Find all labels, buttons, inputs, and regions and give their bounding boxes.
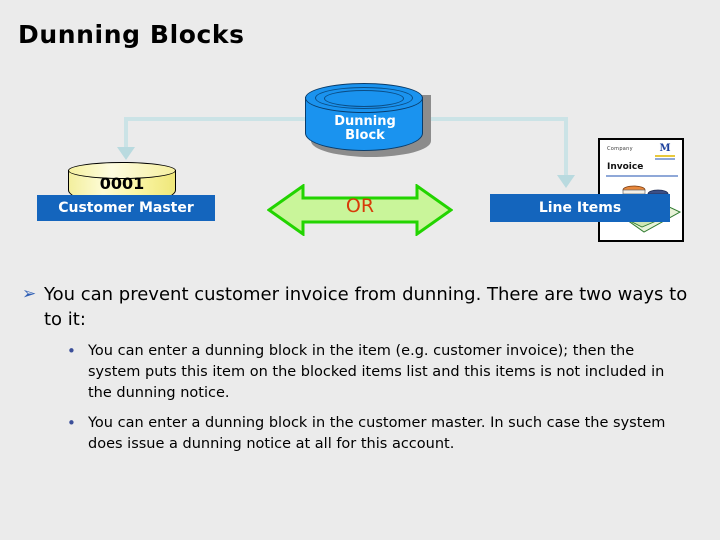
- dunning-block-cylinder: Dunning Block: [305, 83, 431, 161]
- dunning-block-label-line1: Dunning: [334, 114, 396, 129]
- invoice-title: Invoice: [607, 162, 644, 172]
- customer-number-label: 0001: [99, 174, 145, 193]
- dunning-blocks-diagram: Dunning Block 0001 Customer Master OR Co…: [0, 70, 720, 260]
- connector-arrowhead-right: [557, 175, 575, 188]
- bullet-level2: • You can enter a dunning block in the c…: [0, 413, 720, 455]
- arrow-bullet-icon: ➢: [22, 284, 37, 304]
- invoice-thumbnail: Company M Invoice: [598, 138, 684, 242]
- customer-master-bar: Customer Master: [37, 195, 215, 221]
- invoice-logo: M: [655, 144, 675, 160]
- body-text: ➢ You can prevent customer invoice from …: [0, 282, 720, 455]
- invoice-rule: [606, 175, 678, 177]
- line-items-bar: Line Items: [490, 194, 670, 222]
- bullet-level1: ➢ You can prevent customer invoice from …: [0, 282, 720, 332]
- cylinder-top: [68, 162, 176, 179]
- connector-horizontal-right: [420, 117, 568, 121]
- page-title: Dunning Blocks: [18, 20, 245, 49]
- invoice-logo-bar-yellow: [655, 155, 675, 157]
- or-label: OR: [345, 195, 375, 217]
- bullet-level1-text: You can prevent customer invoice from du…: [44, 284, 688, 330]
- connector-vertical-right: [564, 117, 568, 177]
- cylinder-ring-inner: [324, 90, 404, 107]
- connector-vertical-left: [124, 117, 128, 149]
- dunning-block-label: Dunning Block: [305, 115, 425, 142]
- bullet-level2-text: You can enter a dunning block in the ite…: [88, 343, 665, 401]
- invoice-company-label: Company: [607, 146, 633, 152]
- connector-horizontal-left: [124, 117, 310, 121]
- invoice-logo-letter: M: [659, 143, 671, 154]
- invoice-logo-bar-blue: [655, 158, 675, 160]
- or-arrow-shape: [267, 184, 453, 236]
- bullet-level2-text: You can enter a dunning block in the cus…: [88, 415, 666, 452]
- dot-bullet-icon: •: [67, 414, 76, 432]
- bullet-level2: • You can enter a dunning block in the i…: [0, 341, 720, 404]
- dot-bullet-icon: •: [67, 342, 76, 360]
- or-double-arrow: OR: [267, 184, 453, 236]
- dunning-block-label-line2: Block: [345, 127, 385, 143]
- connector-arrowhead-left: [117, 147, 135, 160]
